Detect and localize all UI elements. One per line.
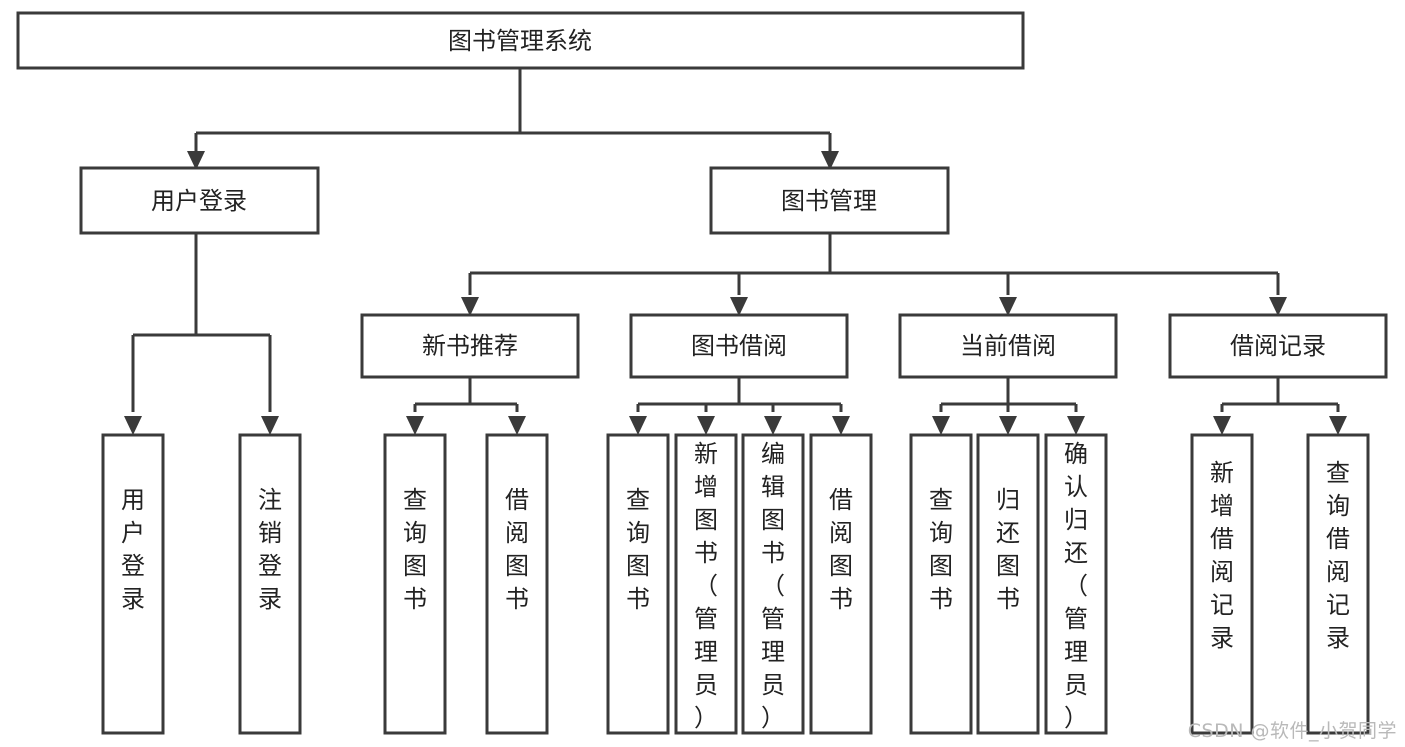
- node-book-borrow-label: 图书借阅: [691, 332, 787, 360]
- node-new-book-recommend-label: 新书推荐: [422, 332, 518, 360]
- arrow-leaf-confirm-return: [1067, 416, 1085, 435]
- node-user-login-label: 用户登录: [151, 187, 247, 215]
- node-new-book-recommend-box[interactable]: [360, 313, 580, 379]
- node-leaf-add-record-box[interactable]: [1190, 433, 1254, 735]
- node-leaf-confirm-return-label: 确认归还（管理员）: [1064, 440, 1088, 732]
- node-leaf-borrow-book-1-label: 借阅图书: [505, 486, 529, 613]
- node-leaf-logout-login-label: 注销登录: [258, 486, 282, 613]
- node-book-borrow-box[interactable]: [629, 313, 849, 379]
- node-leaf-query-book-3-box[interactable]: [909, 433, 973, 735]
- node-leaf-user-login-box[interactable]: [101, 433, 165, 735]
- node-leaf-query-book-1[interactable]: 查询图书: [383, 433, 447, 735]
- node-leaf-query-record-label: 查询借阅记录: [1326, 459, 1350, 652]
- node-book-management-box[interactable]: [709, 166, 950, 235]
- node-leaf-borrow-book-2[interactable]: 借阅图书: [809, 433, 873, 735]
- node-borrow-record-box[interactable]: [1168, 313, 1388, 379]
- node-leaf-query-book-1-label: 查询图书: [403, 486, 427, 613]
- node-leaf-borrow-book-1[interactable]: 借阅图书: [485, 433, 549, 735]
- arrow-leaf-query-record: [1329, 416, 1347, 435]
- node-current-borrow[interactable]: 当前借阅: [898, 313, 1118, 379]
- node-leaf-query-record-box[interactable]: [1306, 433, 1370, 735]
- node-user-login[interactable]: 用户登录: [79, 166, 320, 235]
- arrow-to-current-borrow: [999, 297, 1017, 316]
- arrow-leaf-logout-login: [261, 416, 279, 435]
- node-leaf-query-book-3[interactable]: 查询图书: [909, 433, 973, 735]
- node-leaf-query-book-2-label: 查询图书: [626, 486, 650, 613]
- node-book-management[interactable]: 图书管理: [709, 166, 950, 235]
- node-root-label: 图书管理系统: [448, 27, 592, 55]
- arrow-leaf-add-book: [697, 416, 715, 435]
- node-book-management-label: 图书管理: [781, 187, 877, 215]
- node-root-box[interactable]: [16, 11, 1025, 70]
- arrow-leaf-edit-book: [764, 416, 782, 435]
- node-current-borrow-box[interactable]: [898, 313, 1118, 379]
- node-leaf-add-record[interactable]: 新增借阅记录: [1190, 433, 1254, 735]
- node-root[interactable]: 图书管理系统: [16, 11, 1025, 70]
- node-leaf-borrow-book-1-box[interactable]: [485, 433, 549, 735]
- node-borrow-record-label: 借阅记录: [1230, 332, 1326, 360]
- node-leaf-edit-book-box[interactable]: [741, 433, 805, 735]
- node-leaf-add-book-box[interactable]: [674, 433, 738, 735]
- arrow-leaf-user-login: [124, 416, 142, 435]
- node-leaf-edit-book[interactable]: 编辑图书（管理员）: [741, 433, 805, 735]
- node-user-login-box[interactable]: [79, 166, 320, 235]
- node-leaf-return-book-box[interactable]: [976, 433, 1040, 735]
- node-leaf-user-login[interactable]: 用户登录: [101, 433, 165, 735]
- arrow-leaf-return-book: [999, 416, 1017, 435]
- node-leaf-query-book-3-label: 查询图书: [929, 486, 953, 613]
- connector-layer: [124, 68, 1347, 435]
- node-leaf-query-record[interactable]: 查询借阅记录: [1306, 433, 1370, 735]
- node-leaf-return-book-label: 归还图书: [996, 486, 1020, 613]
- node-leaf-borrow-book-2-label: 借阅图书: [829, 486, 853, 613]
- node-book-borrow[interactable]: 图书借阅: [629, 313, 849, 379]
- arrow-leaf-add-record: [1213, 416, 1231, 435]
- node-leaf-query-book-2-box[interactable]: [606, 433, 670, 735]
- node-leaf-query-book-2[interactable]: 查询图书: [606, 433, 670, 735]
- node-leaf-add-record-label: 新增借阅记录: [1210, 459, 1234, 652]
- node-leaf-logout-login[interactable]: 注销登录: [238, 433, 302, 735]
- arrow-leaf-borrow-book-1: [508, 416, 526, 435]
- node-leaf-confirm-return[interactable]: 确认归还（管理员）: [1044, 433, 1108, 735]
- node-leaf-query-book-1-box[interactable]: [383, 433, 447, 735]
- arrow-to-book-borrow: [730, 297, 748, 316]
- node-leaf-borrow-book-2-box[interactable]: [809, 433, 873, 735]
- node-borrow-record[interactable]: 借阅记录: [1168, 313, 1388, 379]
- node-leaf-edit-book-label: 编辑图书（管理员）: [761, 440, 785, 732]
- node-leaf-add-book[interactable]: 新增图书（管理员）: [674, 433, 738, 735]
- arrow-leaf-query-book-3: [932, 416, 950, 435]
- arrow-leaf-query-book-2: [629, 416, 647, 435]
- arrow-to-borrow-record: [1269, 297, 1287, 316]
- node-leaf-confirm-return-box[interactable]: [1044, 433, 1108, 735]
- node-leaf-user-login-label: 用户登录: [121, 486, 145, 613]
- node-leaf-return-book[interactable]: 归还图书: [976, 433, 1040, 735]
- arrow-to-new-book-recommend: [461, 297, 479, 316]
- node-leaf-logout-login-box[interactable]: [238, 433, 302, 735]
- arrow-leaf-borrow-book-2: [832, 416, 850, 435]
- node-leaf-add-book-label: 新增图书（管理员）: [694, 440, 718, 732]
- arrow-leaf-query-book-1: [406, 416, 424, 435]
- node-current-borrow-label: 当前借阅: [960, 332, 1056, 360]
- node-new-book-recommend[interactable]: 新书推荐: [360, 313, 580, 379]
